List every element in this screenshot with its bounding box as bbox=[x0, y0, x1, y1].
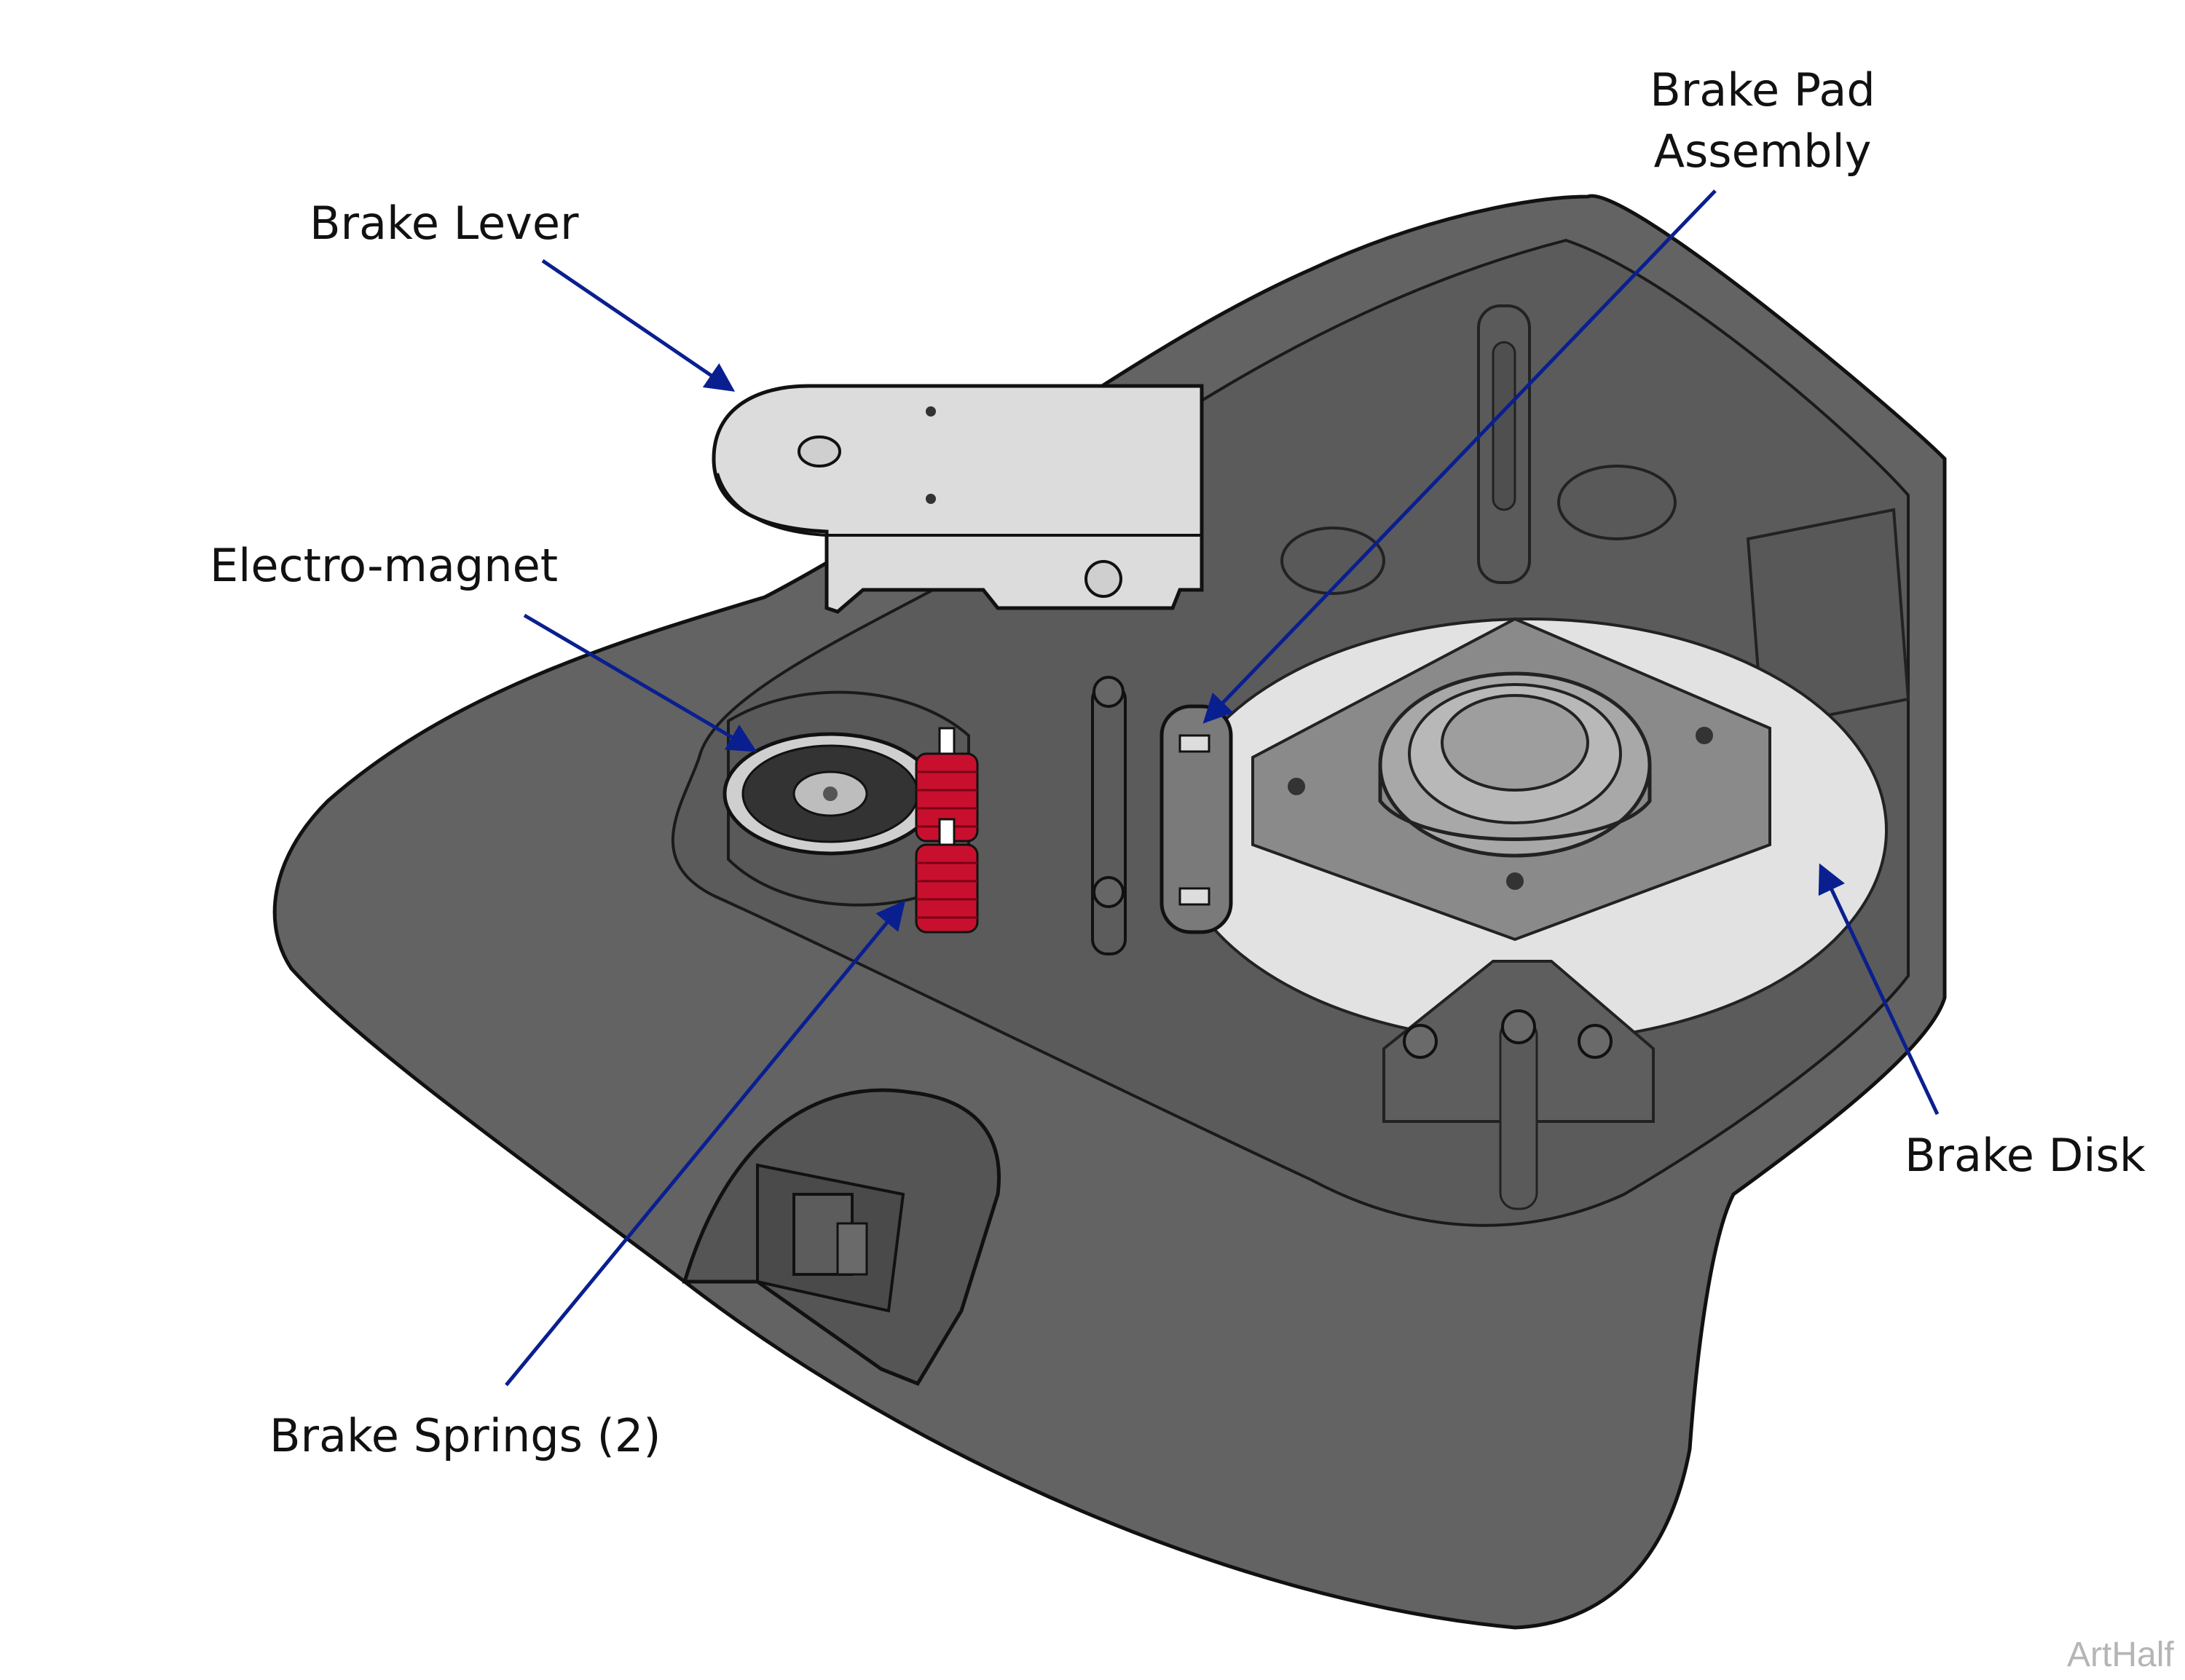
brake-pad-slot bbox=[1178, 887, 1210, 906]
label-brake-pad-line2: Assembly bbox=[1653, 124, 1872, 178]
brake-lever-hole bbox=[926, 406, 936, 417]
leader-brake-springs bbox=[505, 900, 906, 1387]
housing-post-slot bbox=[1492, 341, 1516, 511]
hub-hole bbox=[1288, 778, 1305, 795]
label-brake-pad-assembly: Brake Pad Assembly bbox=[1610, 60, 1916, 181]
mount-screw bbox=[1578, 1024, 1613, 1059]
pivot-screw bbox=[1092, 676, 1125, 708]
bottom-mount-post bbox=[1499, 1018, 1538, 1210]
hub-hole bbox=[1696, 727, 1713, 744]
brake-lever bbox=[712, 384, 1204, 614]
brake-lever-hole bbox=[1084, 560, 1122, 598]
center-hub-skirt bbox=[1378, 765, 1652, 841]
watermark-text: ArtHalf bbox=[2067, 1636, 2174, 1674]
brake-lever-hole bbox=[926, 494, 936, 504]
mount-screw bbox=[1403, 1024, 1438, 1059]
pivot-screw bbox=[1092, 876, 1125, 908]
electro-magnet-screw bbox=[823, 786, 838, 801]
power-switch-rocker bbox=[836, 1222, 868, 1276]
mount-screw bbox=[1501, 1009, 1536, 1044]
housing-opening bbox=[1280, 527, 1385, 595]
label-brake-pad-line1: Brake Pad bbox=[1650, 63, 1875, 117]
leader-brake-disk bbox=[1818, 863, 1940, 1116]
brake-pad-assembly bbox=[1160, 704, 1233, 934]
brake-spring bbox=[915, 818, 979, 934]
label-brake-lever: Brake Lever bbox=[310, 197, 579, 250]
label-electro-magnet: Electro-magnet bbox=[210, 539, 559, 592]
label-brake-disk: Brake Disk bbox=[1905, 1129, 2146, 1182]
leader-brake-pad bbox=[1202, 189, 1717, 724]
leader-electro-magnet bbox=[523, 613, 757, 752]
housing-bracket bbox=[1746, 508, 1910, 730]
brake-lever-hole bbox=[798, 435, 841, 468]
brake-pad-slot bbox=[1178, 734, 1210, 753]
leader-brake-lever bbox=[541, 259, 736, 392]
pivot-rod bbox=[1091, 683, 1127, 955]
center-hub-bore bbox=[1441, 694, 1589, 792]
housing-opening bbox=[1557, 465, 1677, 540]
brake-lever-edge bbox=[716, 473, 1202, 537]
label-brake-springs: Brake Springs (2) bbox=[269, 1409, 661, 1462]
hub-hole bbox=[1506, 872, 1524, 890]
